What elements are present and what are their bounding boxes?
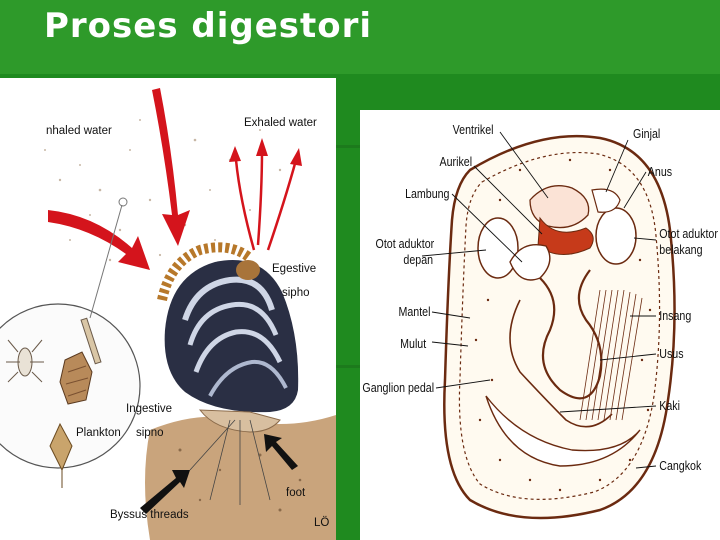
label-inhaled-water: nhaled water <box>46 125 112 137</box>
mussel-anatomy-diagram: Ventrikel Ginjal Aurikel Anus Lambung Ot… <box>360 110 720 540</box>
inhaled-water-arrow <box>48 210 150 270</box>
mantle-edge <box>458 151 661 500</box>
leader-lines <box>421 131 657 469</box>
shell-highlight <box>193 329 283 373</box>
label-usus: Usus <box>659 346 683 361</box>
exhaled-water-arrow <box>234 159 256 251</box>
inhaled-water-arrow <box>152 88 190 246</box>
label-otot-aduktor-depan-2: depan <box>403 252 433 267</box>
anterior-adductor <box>477 217 519 279</box>
kidney <box>591 188 621 213</box>
exhaled-water-arrow <box>256 149 264 246</box>
shell-highlight <box>208 359 288 397</box>
ventricle <box>529 185 590 229</box>
label-otot-aduktor-depan: Otot aduktor <box>376 236 435 251</box>
exhaled-water-arrow <box>290 148 302 166</box>
intestine <box>539 269 603 400</box>
posterior-adductor <box>595 207 637 265</box>
label-mulut: Mulut <box>400 336 427 351</box>
label-anus: Anus <box>648 164 672 179</box>
seabed <box>145 415 336 540</box>
magnifier-focus <box>118 197 128 207</box>
foot-arrow <box>264 434 298 470</box>
shell-highlight <box>187 301 279 346</box>
label-insang: Insang <box>659 308 691 323</box>
exhaled-water-arrow <box>229 146 241 162</box>
mantle-fringe <box>157 242 254 302</box>
label-ganglion-pedal: Ganglion pedal <box>362 380 434 395</box>
intestine <box>509 299 613 428</box>
tissue-texture <box>474 158 652 492</box>
label-ingestive-siphon-2: sipno <box>136 427 164 439</box>
anatomy-svg: Ventrikel Ginjal Aurikel Anus Lambung Ot… <box>362 122 718 520</box>
label-cangkok: Cangkok <box>659 458 701 473</box>
foot <box>485 395 641 467</box>
divider-stripe <box>336 145 360 148</box>
egestive-siphon <box>236 260 260 280</box>
label-lambung: Lambung <box>405 186 449 201</box>
exhaled-water-arrow <box>256 138 268 156</box>
exhaled-water-arrow <box>266 159 298 251</box>
label-aurikel: Aurikel <box>440 154 473 169</box>
byssus-arrow <box>140 470 190 514</box>
label-foot: foot <box>286 487 306 499</box>
mussel-feeding-svg: nhaled water Exhaled water Egestive siph… <box>0 88 336 540</box>
shell-highlight <box>182 276 275 321</box>
label-otot-aduktor-belakang-2: belakang <box>659 242 702 257</box>
slide-title: Proses digestori <box>44 6 373 46</box>
label-byssus-threads: Byssus threads <box>110 509 189 521</box>
label-plankton: Plankton <box>76 427 121 439</box>
label-ingestive-siphon: Ingestive <box>126 403 172 415</box>
label-otot-aduktor-belakang: Otot aduktor <box>659 226 718 241</box>
label-ventrikel: Ventrikel <box>453 122 494 137</box>
label-egestive-siphon: Egestive <box>272 263 316 275</box>
plankton-rod-icon <box>80 317 102 365</box>
label-ginjal: Ginjal <box>633 126 660 141</box>
mussel-feeding-illustration: nhaled water Exhaled water Egestive siph… <box>0 78 336 540</box>
title-bar: Proses digestori <box>0 0 720 74</box>
plankton-copepod-icon <box>6 339 44 383</box>
label-egestive-siphon-2: sipho <box>282 287 310 299</box>
byssus-threads-lines <box>189 419 271 505</box>
divider-stripe <box>336 365 360 368</box>
magnifier-line <box>89 204 123 319</box>
auricle <box>537 216 594 255</box>
corner-mark: LÖ <box>314 517 329 529</box>
plankton-diatom-icon <box>59 351 93 405</box>
stomach <box>509 244 551 281</box>
label-mantel: Mantel <box>399 304 431 319</box>
label-exhaled-water: Exhaled water <box>244 117 317 129</box>
label-kaki: Kaki <box>659 398 680 413</box>
